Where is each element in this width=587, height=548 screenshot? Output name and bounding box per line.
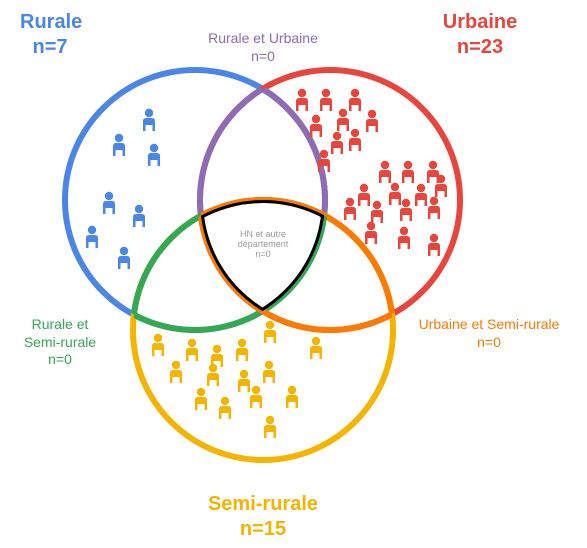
- rurale-et-urbaine-label: Rurale et Urbaine n=0: [178, 30, 348, 65]
- person-icon: [428, 233, 440, 256]
- person-icon: [349, 88, 361, 111]
- rurale-et-urbaine-name: Rurale et Urbaine: [208, 30, 318, 46]
- person-icon: [398, 226, 410, 249]
- rurale-et-semi-rurale-line1: Rurale et: [31, 316, 89, 332]
- person-icon: [207, 363, 219, 386]
- person-icon: [296, 88, 308, 111]
- person-icon: [238, 369, 250, 392]
- person-icon: [286, 385, 298, 408]
- person-icon: [349, 128, 361, 151]
- urbaine-count: n=23: [456, 36, 504, 58]
- urbaine-et-semi-rurale-name: Urbaine et Semi-rurale: [418, 316, 560, 332]
- person-icon: [310, 336, 322, 359]
- person-icon: [264, 320, 276, 343]
- person-icon: [263, 360, 275, 383]
- urbaine-et-semi-rurale-count: n=0: [477, 333, 501, 350]
- center-line2: département: [237, 238, 289, 249]
- person-icon: [379, 160, 391, 183]
- person-icon: [113, 133, 125, 156]
- center-count: n=0: [255, 248, 271, 259]
- person-icon: [86, 225, 98, 248]
- person-icon: [435, 174, 447, 197]
- semi-rurale-people: [152, 320, 322, 438]
- center-label: HN et autre département n=0: [222, 229, 304, 260]
- person-icon: [337, 108, 349, 131]
- person-icon: [219, 396, 231, 419]
- person-icon: [427, 160, 439, 183]
- person-icon: [264, 415, 276, 438]
- person-icon: [415, 183, 427, 206]
- person-icon: [133, 204, 145, 227]
- rurale-et-urbaine-count: n=0: [251, 47, 275, 64]
- person-icon: [148, 143, 160, 166]
- rurale-et-semi-rurale-label: Rurale et Semi-rurale n=0: [5, 316, 115, 369]
- person-icon: [211, 344, 223, 367]
- person-icon: [358, 183, 370, 206]
- person-icon: [236, 338, 248, 361]
- rurale-et-semi-rurale-line2: Semi-rurale: [23, 333, 97, 350]
- person-icon: [331, 131, 343, 154]
- person-icon: [103, 191, 115, 214]
- person-icon: [320, 88, 332, 111]
- urbaine-people: [296, 88, 447, 256]
- urbaine-label: Urbaine n=23: [430, 10, 530, 60]
- rurale-urbaine-arc: [197, 70, 325, 330]
- semi-rurale-rurale-arc: [133, 200, 328, 333]
- person-icon: [118, 246, 130, 269]
- person-icon: [195, 387, 207, 410]
- person-icon: [250, 385, 262, 408]
- person-icon: [186, 338, 198, 361]
- person-icon: [170, 360, 182, 383]
- rurale-count: n=7: [32, 36, 68, 58]
- rurale-et-semi-rurale-count: n=0: [48, 351, 72, 367]
- urbaine-rurale-arc: [200, 70, 328, 330]
- urbaine-name: Urbaine: [442, 11, 518, 33]
- person-icon: [318, 149, 330, 172]
- semi-rurale-urbaine-arc: [197, 200, 393, 333]
- rurale-name: Rurale: [20, 11, 83, 33]
- person-icon: [389, 182, 401, 205]
- center-line1: HN et autre: [239, 229, 287, 239]
- person-icon: [344, 197, 356, 220]
- semi-rurale-label: Semi-rurale n=15: [188, 492, 338, 542]
- person-icon: [152, 333, 164, 356]
- semi-rurale-name: Semi-rurale: [207, 493, 319, 515]
- person-icon: [143, 108, 155, 131]
- person-icon: [428, 196, 440, 219]
- person-icon: [402, 160, 414, 183]
- person-icon: [310, 114, 322, 137]
- urbaine-et-semi-rurale-label: Urbaine et Semi-rurale n=0: [396, 316, 582, 351]
- rurale-people: [86, 108, 160, 269]
- semi-rurale-count: n=15: [239, 518, 287, 540]
- person-icon: [371, 200, 383, 223]
- person-icon: [366, 109, 378, 132]
- person-icon: [400, 198, 412, 221]
- rurale-label: Rurale n=7: [20, 10, 83, 60]
- person-icon: [365, 221, 377, 244]
